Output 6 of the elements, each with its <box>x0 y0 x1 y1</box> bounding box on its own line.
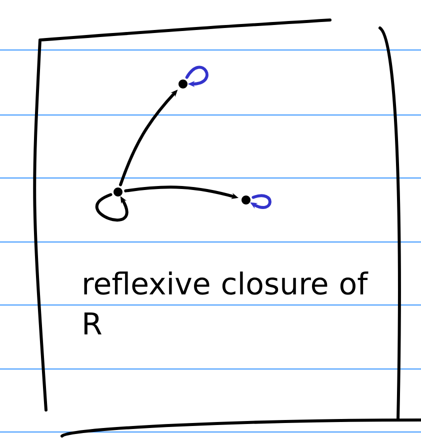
vertex-dot <box>242 196 250 204</box>
arrow <box>95 193 128 222</box>
handwritten-note: reflexive closure of R <box>84 272 368 334</box>
arrow <box>185 66 208 88</box>
vertex-dot <box>178 80 188 88</box>
vertex-dot <box>114 188 122 196</box>
